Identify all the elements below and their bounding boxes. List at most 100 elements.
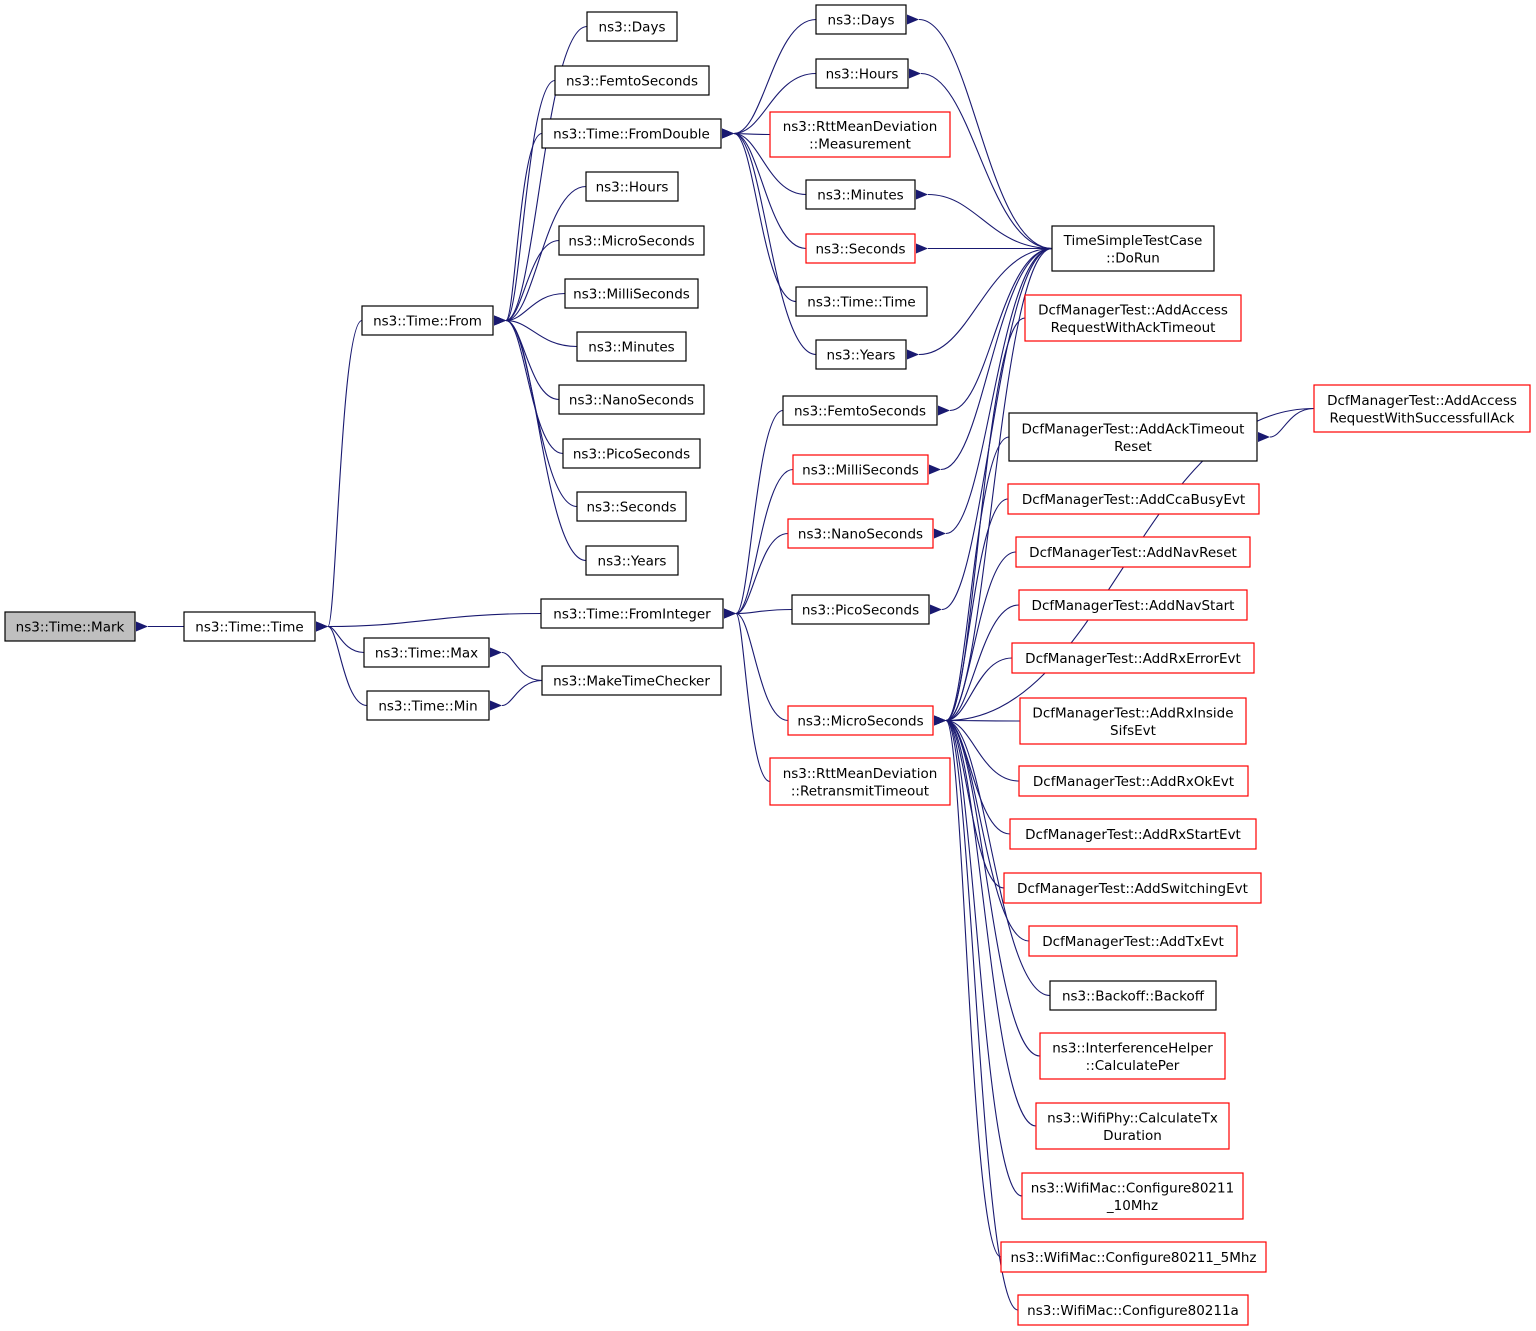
node-box bbox=[183, 611, 316, 642]
node-cfg10[interactable]: ns3::WifiMac::Configure80211_10Mhz bbox=[1021, 1172, 1244, 1220]
edge-micro2-to-cfg5 bbox=[933, 715, 1002, 1258]
node-time_min[interactable]: ns3::Time::Min bbox=[366, 690, 490, 721]
node-label: ns3::PicoSeconds bbox=[573, 447, 690, 463]
node-hours1[interactable]: ns3::Hours bbox=[585, 171, 679, 202]
edge-micro2-to-cfg10 bbox=[933, 715, 1023, 1197]
node-dcf_acc_ack[interactable]: DcfManagerTest::AddAccessRequestWithAckT… bbox=[1024, 294, 1242, 342]
node-days2[interactable]: ns3::Days bbox=[815, 4, 907, 35]
node-time_from[interactable]: ns3::Time::From bbox=[361, 305, 494, 336]
node-label: RequestWithSuccessfullAck bbox=[1330, 410, 1515, 426]
node-label: DcfManagerTest::AddCcaBusyEvt bbox=[1022, 492, 1245, 508]
node-label: _10Mhz bbox=[1106, 1198, 1158, 1214]
edge-fromdouble-to-seconds2 bbox=[721, 128, 807, 250]
node-time_time[interactable]: ns3::Time::Time bbox=[183, 611, 316, 642]
node-fromdouble[interactable]: ns3::Time::FromDouble bbox=[541, 118, 722, 149]
node-seconds2[interactable]: ns3::Seconds bbox=[805, 233, 916, 264]
node-box bbox=[558, 384, 705, 415]
edge-time_time-to-frominteger bbox=[315, 612, 542, 632]
node-years2[interactable]: ns3::Years bbox=[815, 339, 907, 370]
node-dcf_tx[interactable]: DcfManagerTest::AddTxEvt bbox=[1028, 925, 1238, 957]
node-box bbox=[815, 58, 909, 89]
node-frominteger[interactable]: ns3::Time::FromInteger bbox=[540, 598, 724, 629]
edge-fromdouble-to-minutes2 bbox=[721, 128, 807, 196]
edge-dcf_ackreset-to-dcf_acc_succ bbox=[1257, 407, 1315, 443]
node-box bbox=[1018, 765, 1249, 797]
node-label: ns3::WifiMac::Configure80211_5Mhz bbox=[1010, 1250, 1256, 1266]
node-time_time2[interactable]: ns3::Time::Time bbox=[795, 286, 928, 317]
node-dcf_switch[interactable]: DcfManagerTest::AddSwitchingEvt bbox=[1003, 872, 1262, 904]
node-days1[interactable]: ns3::Days bbox=[586, 11, 678, 42]
edge-micro2-to-dcf_switch bbox=[933, 715, 1005, 889]
node-milli1[interactable]: ns3::MilliSeconds bbox=[564, 278, 699, 309]
node-label: ns3::WifiPhy::CalculateTx bbox=[1047, 1110, 1218, 1126]
node-label: ns3::PicoSeconds bbox=[802, 603, 919, 619]
edge-fromdouble-to-days2 bbox=[721, 18, 817, 139]
node-seconds1[interactable]: ns3::Seconds bbox=[576, 491, 687, 522]
node-doRun[interactable]: TimeSimpleTestCase::DoRun bbox=[1051, 225, 1215, 272]
node-label: DcfManagerTest::AddRxInside bbox=[1032, 705, 1233, 721]
node-label: DcfManagerTest::AddSwitchingEvt bbox=[1017, 881, 1248, 897]
edge-nano2-to-doRun bbox=[933, 247, 1053, 539]
node-femto1[interactable]: ns3::FemtoSeconds bbox=[554, 65, 710, 96]
edge-days2-to-doRun bbox=[906, 14, 1053, 250]
node-box bbox=[1021, 1172, 1244, 1220]
edge-time_from-to-years1 bbox=[493, 315, 587, 562]
node-rtt_retx[interactable]: ns3::RttMeanDeviation::RetransmitTimeout bbox=[769, 757, 951, 806]
node-rtt_meas[interactable]: ns3::RttMeanDeviation::Measurement bbox=[769, 111, 951, 158]
node-mark[interactable]: ns3::Time::Mark bbox=[4, 611, 136, 642]
node-label: SifsEvt bbox=[1110, 723, 1156, 739]
node-maketimechecker[interactable]: ns3::MakeTimeChecker bbox=[541, 665, 722, 696]
node-label: ns3::Days bbox=[599, 20, 666, 36]
node-label: ns3::Time::Time bbox=[195, 620, 303, 636]
node-label: DcfManagerTest::AddRxErrorEvt bbox=[1025, 651, 1241, 667]
node-box bbox=[1049, 980, 1217, 1011]
node-label: DcfManagerTest::AddAccess bbox=[1038, 302, 1228, 318]
edge-micro2-to-dcf_rxerr bbox=[933, 657, 1013, 726]
node-label: ns3::Years bbox=[827, 348, 896, 364]
node-dcf_navreset[interactable]: DcfManagerTest::AddNavReset bbox=[1015, 536, 1251, 568]
node-label: RequestWithAckTimeout bbox=[1051, 320, 1216, 336]
node-dcf_acc_succ[interactable]: DcfManagerTest::AddAccessRequestWithSucc… bbox=[1313, 384, 1531, 433]
node-dcf_cca[interactable]: DcfManagerTest::AddCcaBusyEvt bbox=[1007, 483, 1260, 515]
node-label: ns3::InterferenceHelper bbox=[1052, 1040, 1213, 1056]
node-dcf_navstart[interactable]: DcfManagerTest::AddNavStart bbox=[1018, 589, 1248, 621]
node-label: ns3::Days bbox=[828, 13, 895, 29]
node-box bbox=[787, 705, 934, 736]
node-box bbox=[1017, 1294, 1249, 1326]
edges bbox=[136, 14, 1315, 1311]
node-nano2[interactable]: ns3::NanoSeconds bbox=[787, 518, 934, 549]
node-box bbox=[585, 545, 679, 576]
node-box bbox=[805, 233, 916, 264]
node-femto2[interactable]: ns3::FemtoSeconds bbox=[782, 395, 938, 426]
node-pico1[interactable]: ns3::PicoSeconds bbox=[562, 438, 701, 469]
edge-frominteger-to-milli2 bbox=[723, 468, 794, 619]
node-hours2[interactable]: ns3::Hours bbox=[815, 58, 909, 89]
edge-frominteger-to-micro2 bbox=[723, 608, 789, 722]
node-micro2[interactable]: ns3::MicroSeconds bbox=[787, 705, 934, 736]
node-cfga[interactable]: ns3::WifiMac::Configure80211a bbox=[1017, 1294, 1249, 1326]
node-box bbox=[815, 339, 907, 370]
node-micro1[interactable]: ns3::MicroSeconds bbox=[558, 225, 705, 256]
node-backoff[interactable]: ns3::Backoff::Backoff bbox=[1049, 980, 1217, 1011]
node-box bbox=[795, 286, 928, 317]
node-nano1[interactable]: ns3::NanoSeconds bbox=[558, 384, 705, 415]
node-milli2[interactable]: ns3::MilliSeconds bbox=[792, 454, 929, 485]
node-dcf_rxok[interactable]: DcfManagerTest::AddRxOkEvt bbox=[1018, 765, 1249, 797]
node-dcf_rxstart[interactable]: DcfManagerTest::AddRxStartEvt bbox=[1009, 818, 1257, 850]
node-box bbox=[769, 111, 951, 158]
node-years1[interactable]: ns3::Years bbox=[585, 545, 679, 576]
node-calcper[interactable]: ns3::InterferenceHelper::CalculatePer bbox=[1039, 1032, 1226, 1080]
node-box bbox=[1024, 294, 1242, 342]
node-box bbox=[787, 518, 934, 549]
node-cfg5[interactable]: ns3::WifiMac::Configure80211_5Mhz bbox=[1000, 1241, 1267, 1273]
node-minutes2[interactable]: ns3::Minutes bbox=[805, 179, 916, 210]
edge-micro2-to-backoff bbox=[933, 715, 1051, 997]
node-pico2[interactable]: ns3::PicoSeconds bbox=[791, 594, 930, 625]
node-time_max[interactable]: ns3::Time::Max bbox=[363, 637, 490, 668]
edge-frominteger-to-nano2 bbox=[723, 532, 789, 619]
node-dcf_rxerr[interactable]: DcfManagerTest::AddRxErrorEvt bbox=[1011, 642, 1255, 674]
node-minutes1[interactable]: ns3::Minutes bbox=[576, 331, 687, 362]
